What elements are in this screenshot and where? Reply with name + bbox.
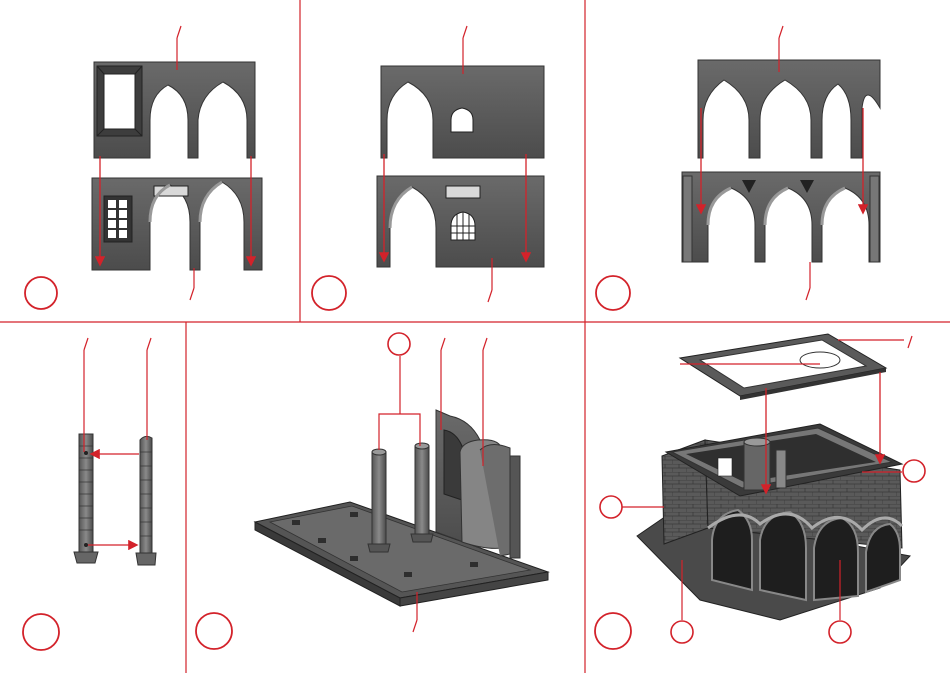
lower-wall-piece: [92, 178, 262, 270]
lit-window: [718, 458, 732, 476]
callout-circle: [903, 460, 925, 482]
step-number-circle: [595, 613, 631, 649]
lower-wall-piece: [377, 176, 544, 267]
upper-wall-piece: [381, 66, 544, 158]
roof-frame-piece: [680, 334, 886, 400]
assembled-building: [637, 424, 910, 620]
callout-circle: [388, 333, 410, 355]
panel-6: [595, 334, 925, 649]
upper-arcade-piece: [698, 60, 880, 158]
callout-circle: [829, 621, 851, 643]
step-number-circle: [196, 613, 232, 649]
step-number-circle: [25, 277, 57, 309]
panel-2: [312, 26, 544, 310]
callout-circle: [671, 621, 693, 643]
callout-tick: [84, 338, 151, 452]
panel-4: [23, 338, 156, 650]
back-wall-piece: [436, 410, 520, 558]
callout-circle: [600, 496, 622, 518]
upper-wall-piece: [94, 62, 255, 158]
pillar-right: [136, 436, 156, 565]
step-number-circle: [23, 614, 59, 650]
barred-window: [451, 212, 475, 240]
panel-1: [25, 26, 262, 309]
panel-5: [196, 333, 548, 649]
assembly-arrow: [701, 108, 863, 212]
step-number-circle: [312, 276, 346, 310]
step-number-circle: [596, 276, 630, 310]
assembly-arrow: [88, 454, 139, 545]
panel-3: [596, 26, 880, 310]
lower-arcade-piece: [682, 172, 880, 262]
